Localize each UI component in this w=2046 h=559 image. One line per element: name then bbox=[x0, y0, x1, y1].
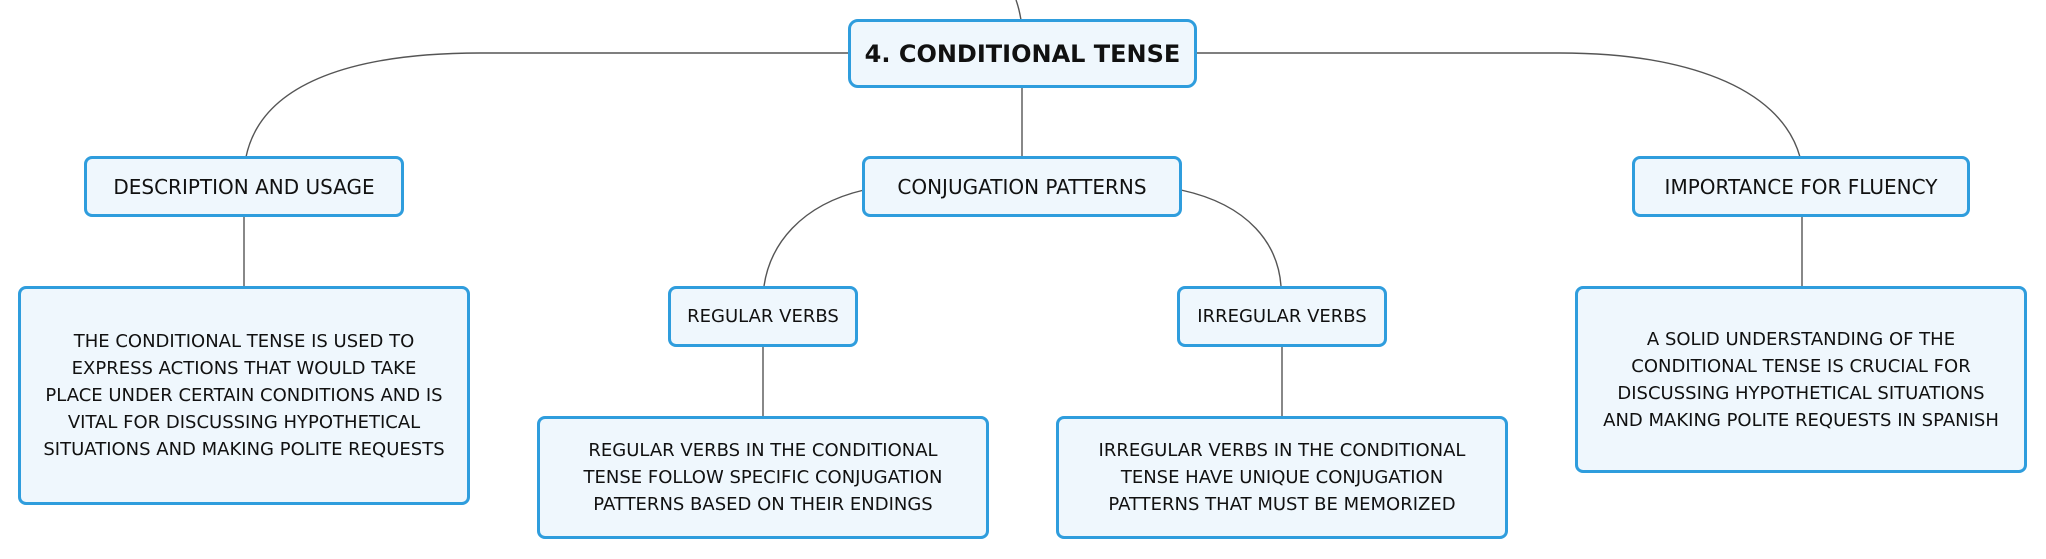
subtopic-irregular-verbs[interactable]: IRREGULAR VERBS bbox=[1177, 286, 1387, 347]
detail-fluency-text: A SOLID UNDERSTANDING OF THE CONDITIONAL… bbox=[1603, 328, 1999, 431]
topic-description-label: DESCRIPTION AND USAGE bbox=[113, 174, 375, 199]
root-node[interactable]: 4. CONDITIONAL TENSE bbox=[848, 19, 1197, 88]
connector-parent-to-root bbox=[1015, 0, 1022, 21]
root-node-label: 4. CONDITIONAL TENSE bbox=[864, 39, 1181, 68]
topic-conjugation-label: CONJUGATION PATTERNS bbox=[897, 174, 1147, 199]
detail-description-text: THE CONDITIONAL TENSE IS USED TO EXPRESS… bbox=[43, 331, 445, 460]
detail-irregular-verbs[interactable]: IRREGULAR VERBS IN THE CONDITIONAL TENSE… bbox=[1056, 416, 1508, 539]
connector-conjugation-to-irregular bbox=[1180, 189, 1282, 287]
subtopic-irregular-label: IRREGULAR VERBS bbox=[1197, 306, 1367, 327]
subtopic-regular-label: REGULAR VERBS bbox=[687, 306, 839, 327]
detail-description-and-usage[interactable]: THE CONDITIONAL TENSE IS USED TO EXPRESS… bbox=[18, 286, 470, 505]
topic-description-and-usage[interactable]: DESCRIPTION AND USAGE bbox=[84, 156, 404, 217]
connector-root-to-description bbox=[245, 52, 850, 158]
topic-conjugation-patterns[interactable]: CONJUGATION PATTERNS bbox=[862, 156, 1182, 217]
detail-regular-verbs[interactable]: REGULAR VERBS IN THE CONDITIONAL TENSE F… bbox=[537, 416, 989, 539]
subtopic-regular-verbs[interactable]: REGULAR VERBS bbox=[668, 286, 858, 347]
detail-regular-text: REGULAR VERBS IN THE CONDITIONAL TENSE F… bbox=[583, 440, 943, 515]
detail-irregular-text: IRREGULAR VERBS IN THE CONDITIONAL TENSE… bbox=[1098, 440, 1466, 515]
detail-importance-for-fluency[interactable]: A SOLID UNDERSTANDING OF THE CONDITIONAL… bbox=[1575, 286, 2027, 473]
connector-conjugation-to-regular bbox=[763, 189, 865, 287]
topic-fluency-label: IMPORTANCE FOR FLUENCY bbox=[1664, 174, 1938, 199]
topic-importance-for-fluency[interactable]: IMPORTANCE FOR FLUENCY bbox=[1632, 156, 1970, 217]
connector-root-to-fluency bbox=[1196, 52, 1801, 158]
